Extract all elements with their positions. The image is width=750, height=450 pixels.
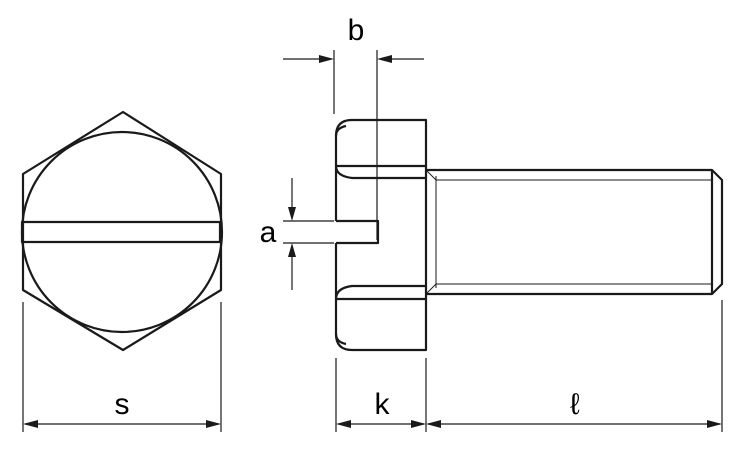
a-arrow-bottom [288,243,296,257]
label-b: b [348,14,365,47]
l-arrow-right [707,420,722,428]
dimension-k: k [335,358,427,432]
dimension-l: ℓ [426,300,723,432]
slot-mask [334,221,378,243]
b-arrow-left [319,55,334,63]
b-arrow-right [377,55,392,63]
thread-chamfer-top [425,169,437,181]
head-side-view [334,118,428,352]
head-circle [20,130,224,334]
shank [425,168,724,296]
s-arrow-right [206,420,221,428]
label-k: k [375,388,391,421]
k-arrow-left [336,420,351,428]
k-arrow-right [411,420,426,428]
facet-curve-2 [334,284,426,300]
dimension-a: a [260,178,334,290]
facet-curve-1 [334,165,426,180]
side-slot [336,219,380,245]
s-arrow-left [23,420,38,428]
a-arrow-top [288,207,296,221]
top-slot [20,220,222,244]
label-s: s [115,388,130,421]
shank-outline [426,168,724,296]
head-top-view [20,110,224,352]
thread-chamfer-bottom [425,283,437,295]
facet-curve-3 [334,124,347,137]
dimension-s: s [22,302,222,432]
l-arrow-left [426,420,441,428]
hex-outline [21,110,223,352]
label-l: ℓ [570,388,580,421]
dimension-b: b [283,14,424,240]
label-a: a [260,216,277,249]
facet-curve-4 [334,333,347,346]
